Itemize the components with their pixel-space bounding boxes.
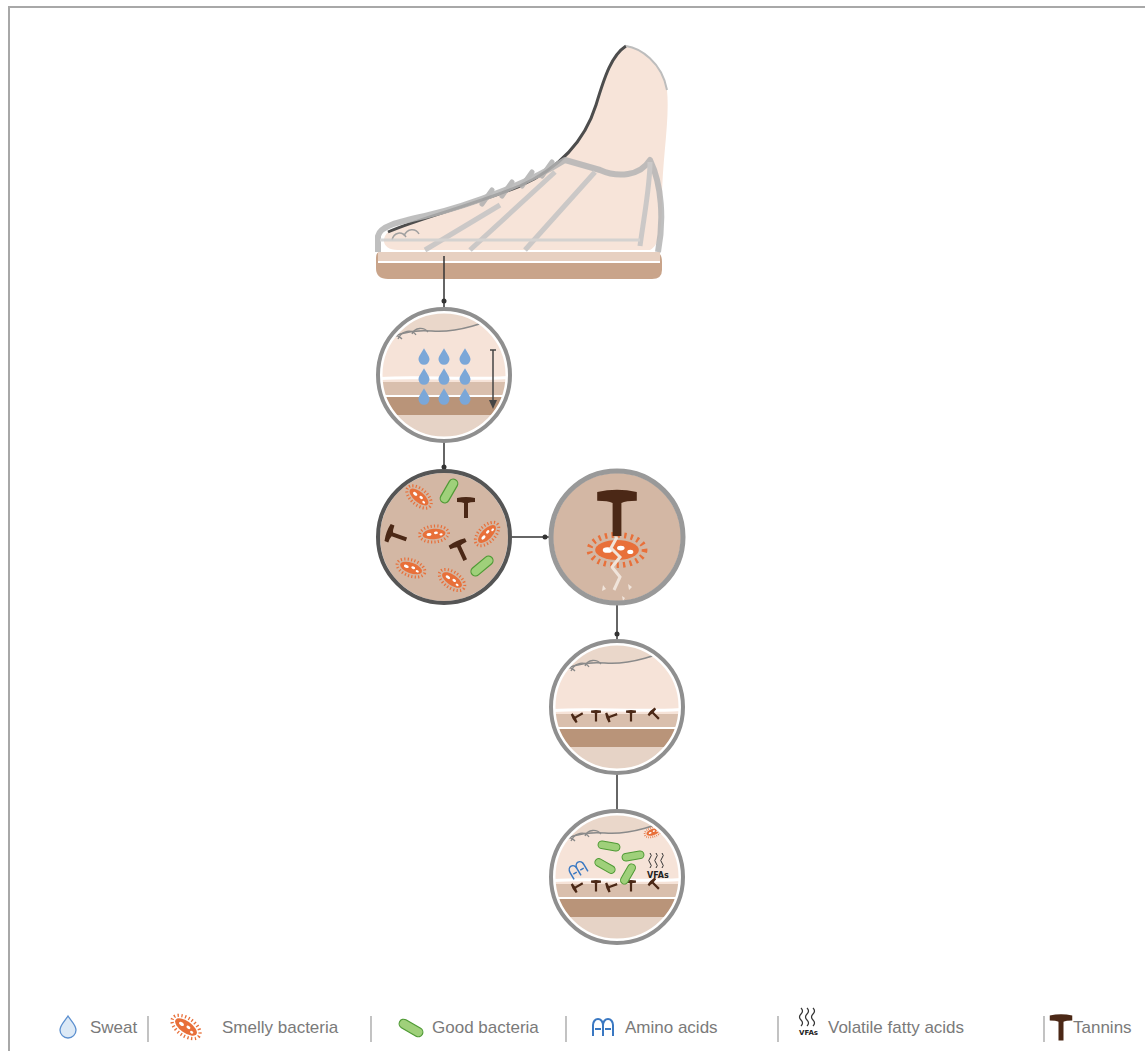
legend-separator <box>370 1016 371 1042</box>
circle-inner-ring <box>381 312 507 438</box>
vfa-label: VFAs <box>647 872 669 880</box>
shoe-lining <box>380 239 640 242</box>
circle-border <box>551 471 683 603</box>
sweat-symbol <box>60 1016 76 1038</box>
tannin-symbol <box>605 709 619 722</box>
tannins-symbol <box>1050 1014 1073 1040</box>
bacteria-closeup <box>380 473 508 601</box>
shoe-upper <box>378 160 661 252</box>
legend-separators <box>148 1016 1044 1042</box>
legend-label: Volatile fatty acids <box>828 1018 964 1038</box>
tannin-symbol <box>448 537 473 564</box>
tannin-symbol <box>591 710 601 722</box>
smelly-bacterium <box>436 565 469 595</box>
tannin-symbol <box>570 879 585 893</box>
leader-dot <box>543 535 548 540</box>
tannin-symbol <box>647 707 662 722</box>
sweat-drop <box>439 388 450 405</box>
leader-dot <box>442 299 447 304</box>
legend-label: Good bacteria <box>432 1018 539 1038</box>
shoe-outline <box>378 160 661 252</box>
tannin-symbol <box>384 524 410 548</box>
sweat-drop <box>460 348 471 365</box>
circle-border <box>378 471 510 603</box>
membrane-fragment <box>602 584 632 601</box>
circle-border <box>378 309 510 441</box>
sweat-drop <box>439 368 450 385</box>
shoe-midsole <box>378 252 660 261</box>
good-bacterium <box>469 554 495 578</box>
legend-separator <box>1043 1016 1044 1042</box>
foot-outline <box>388 46 626 232</box>
tannin-symbol <box>570 709 585 723</box>
toe-outline <box>392 230 419 240</box>
flow-arrowhead <box>489 400 497 409</box>
sweat-drop <box>460 388 471 405</box>
good-bacterium <box>439 477 460 504</box>
smelly-bacterium <box>419 525 449 543</box>
foot-closeup <box>547 807 687 947</box>
tannin-action-closeup <box>553 473 681 601</box>
legend-symbols <box>60 1008 1072 1043</box>
tannin-symbol <box>457 497 475 518</box>
legend-separator <box>147 1016 148 1042</box>
legend-label: Sweat <box>90 1018 137 1038</box>
smelly-bacterium <box>403 482 435 513</box>
sweat-drop <box>419 368 430 385</box>
flow-arrow-tick <box>490 349 496 351</box>
tannin-symbol <box>597 490 637 536</box>
tannin-symbol <box>605 879 619 892</box>
good-bacterium <box>621 850 644 861</box>
amino-acid-symbol <box>568 860 588 879</box>
sweat-drop <box>419 348 430 365</box>
vfa-symbol <box>800 1008 815 1026</box>
circle-border <box>551 811 683 943</box>
tannin-symbol <box>591 880 601 892</box>
legend-separator <box>777 1016 778 1042</box>
leader-dot <box>442 465 447 470</box>
frame <box>9 7 1145 1051</box>
heel-counter <box>640 162 650 246</box>
membrane-crack <box>611 537 620 590</box>
sole-line <box>378 261 660 263</box>
good-bacteria-symbol <box>397 1018 424 1039</box>
foot-closeup <box>374 305 514 445</box>
smelly-bacterium <box>395 556 428 581</box>
sweat-drop <box>460 368 471 385</box>
amino-acids-symbol <box>593 1019 613 1036</box>
vfa-legend-label: VFAs <box>799 1030 818 1037</box>
sweat-drop <box>439 348 450 365</box>
closeup-circle: VFAs <box>548 808 686 946</box>
shoe-lace <box>482 162 552 204</box>
circle-inner-ring <box>554 644 680 770</box>
smelly-bacteria-symbol <box>168 1011 204 1044</box>
flow-arrow <box>492 350 494 402</box>
sweat-closeup <box>374 305 514 445</box>
odour-waves <box>649 853 664 868</box>
legend-label: Tannins <box>1073 1018 1132 1038</box>
good-bacterium <box>594 857 617 875</box>
legend-label: Smelly bacteria <box>222 1018 338 1038</box>
insole-closeup <box>547 637 687 777</box>
circle-inner-ring <box>554 814 680 940</box>
leader-dot <box>615 632 620 637</box>
tannin-symbol <box>626 710 636 722</box>
foot-closeup <box>547 637 687 777</box>
leg-outline <box>626 46 667 90</box>
good-bacterium <box>619 863 637 886</box>
legend-label: Amino acids <box>625 1018 718 1038</box>
circle-border <box>551 641 683 773</box>
legend-separator <box>565 1016 566 1042</box>
foot <box>384 46 668 250</box>
smelly-bacterium <box>471 518 503 550</box>
good-bacterium <box>597 840 620 851</box>
sweat-drop <box>419 388 430 405</box>
leader-line <box>616 773 618 811</box>
result-closeup <box>547 807 687 947</box>
shoe-sole <box>376 252 662 279</box>
